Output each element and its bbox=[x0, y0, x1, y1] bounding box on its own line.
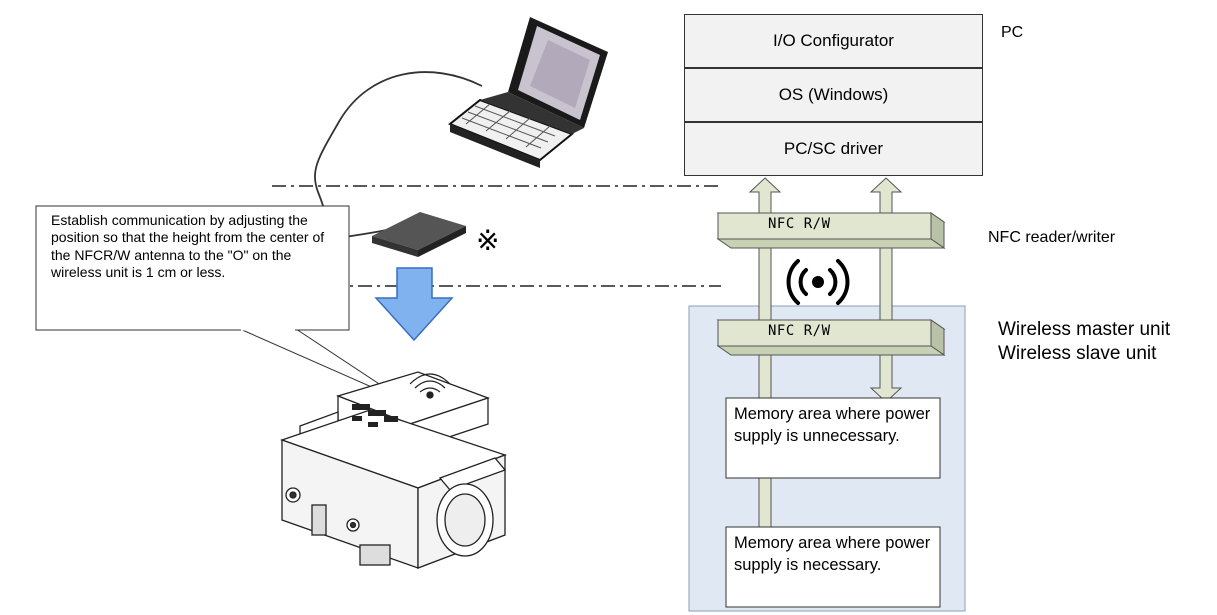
wireless-slave-unit-label: Wireless slave unit bbox=[998, 343, 1157, 364]
pc-label: PC bbox=[1001, 24, 1024, 41]
memory-area-no-power-text: Memory area where power supply is unnece… bbox=[734, 405, 931, 445]
pc-layer-label: I/O Configurator bbox=[773, 31, 894, 50]
nfc-reader-writer-label: NFC reader/writer bbox=[988, 229, 1116, 246]
nfc-reader-device-icon bbox=[372, 212, 466, 257]
memory-area-no-power: Memory area where power supply is unnece… bbox=[726, 398, 940, 478]
memory-area-power-text: Memory area where power supply is necess… bbox=[734, 534, 931, 574]
memory-area-power: Memory area where power supply is necess… bbox=[726, 527, 940, 607]
callout-text: Establish communication by adjusting the… bbox=[51, 212, 325, 280]
callout-frame bbox=[35, 205, 350, 331]
note-symbol: ※ bbox=[476, 225, 500, 256]
nfc-bar-bottom-bottom bbox=[716, 345, 946, 356]
wireless-unit-device-icon bbox=[280, 371, 507, 569]
down-arrow-icon bbox=[374, 267, 454, 342]
pc-layer-pcsc-driver: PC/SC driver bbox=[684, 122, 983, 176]
pc-layer-io-configurator: I/O Configurator bbox=[684, 14, 983, 68]
pc-layer-label: OS (Windows) bbox=[778, 85, 889, 104]
laptop-icon bbox=[448, 17, 608, 168]
nfc-rw-bottom-label: NFC R/W bbox=[768, 323, 831, 339]
wireless-signal-icon bbox=[786, 259, 850, 305]
pc-layer-label: PC/SC driver bbox=[783, 139, 884, 158]
memory-box-power-frame bbox=[725, 526, 941, 608]
nfc-rw-top-label: NFC R/W bbox=[768, 216, 831, 232]
nfc-bar-top-bottom bbox=[716, 238, 946, 249]
memory-box-no-power-frame bbox=[725, 397, 941, 479]
nfc-bar-bottom-front bbox=[717, 319, 932, 347]
callout-box: Establish communication by adjusting the… bbox=[36, 206, 349, 330]
usb-cable bbox=[314, 71, 483, 241]
wireless-master-unit-label: Wireless master unit bbox=[998, 319, 1171, 340]
nfc-bar-top-front bbox=[717, 212, 932, 240]
pc-layer-os: OS (Windows) bbox=[684, 68, 983, 122]
